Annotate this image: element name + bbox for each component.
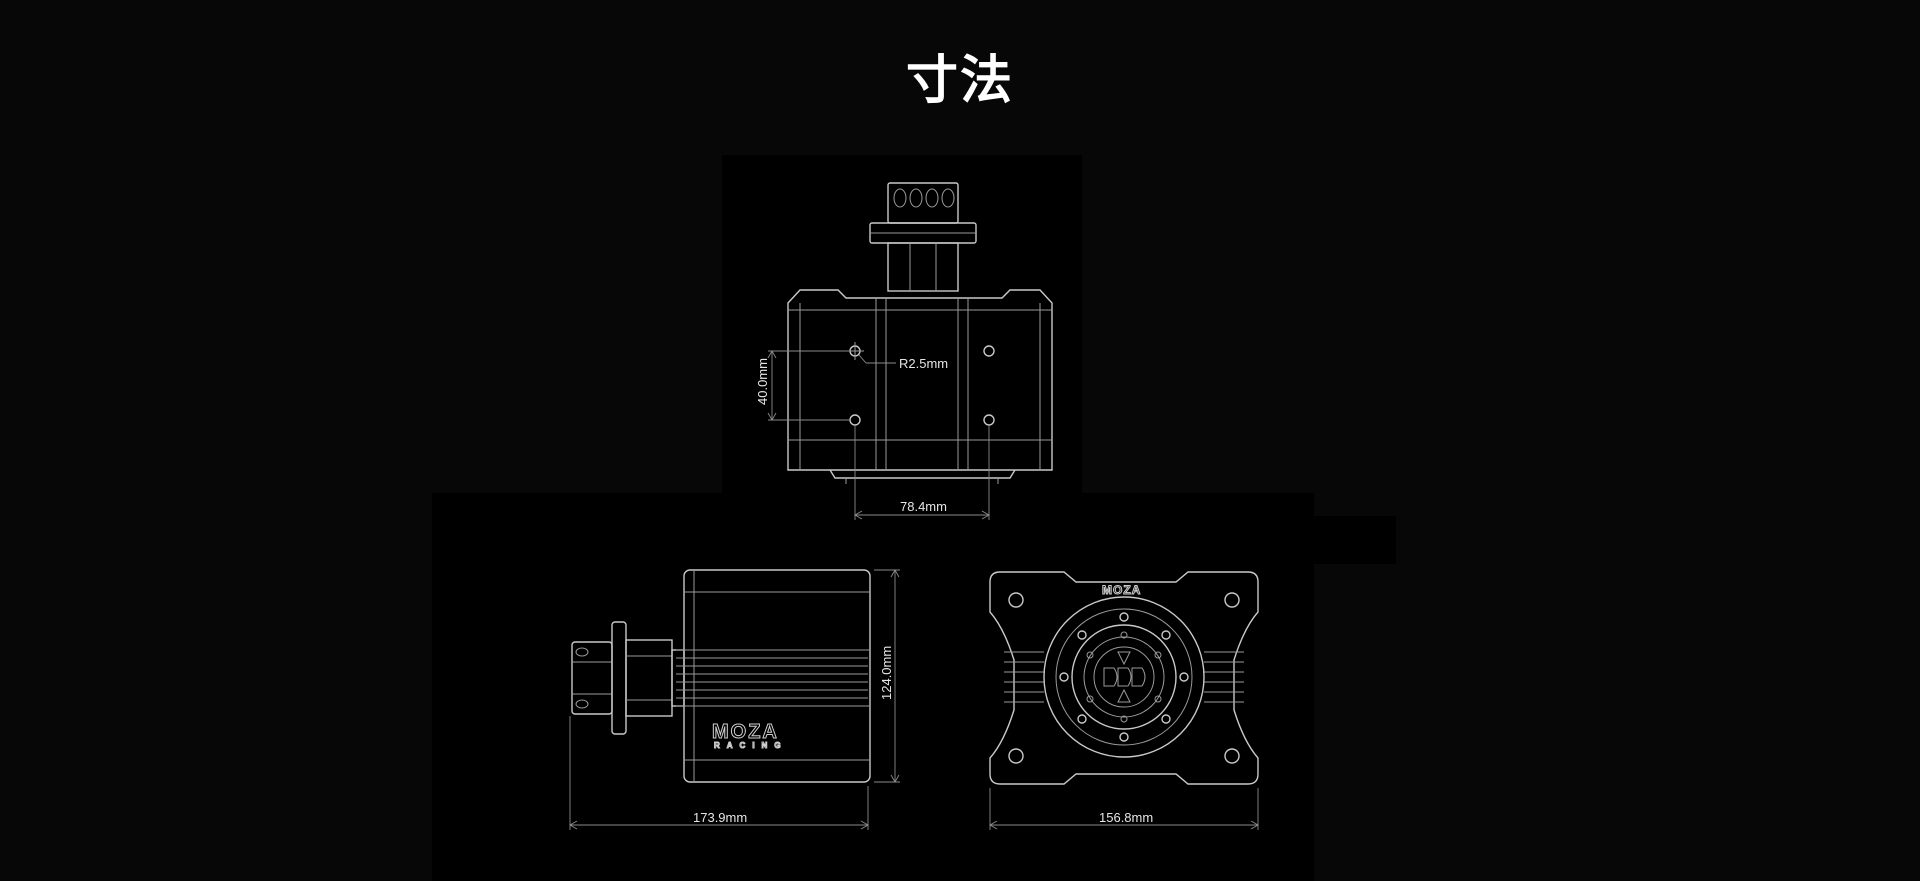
dim-arrows: [569, 820, 869, 830]
front-fins-left: [1004, 651, 1044, 703]
side-logo-sub: RACING: [714, 741, 788, 750]
shaft-hole: [575, 647, 589, 657]
front-view: MOZA 156.8mm: [989, 571, 1259, 830]
hub-bolt: [1154, 651, 1162, 659]
front-logo: MOZA: [1102, 583, 1141, 597]
dim-arrows: [989, 820, 1259, 830]
hub-ring: [1071, 624, 1177, 730]
front-fins-right: [1204, 651, 1244, 703]
mount-hole: [983, 414, 995, 426]
shaft-hole: [575, 699, 589, 709]
side-shaft-cap: [571, 641, 613, 715]
bolt: [1077, 630, 1087, 640]
page-title: 寸法: [905, 51, 1014, 111]
body-base: [829, 469, 1016, 479]
dim-arrows: [854, 510, 990, 520]
hub-bolt: [1120, 715, 1128, 723]
bottom-views-panel: [432, 493, 1314, 881]
mount-hole: [983, 345, 995, 357]
shaft-lobe: [1131, 667, 1146, 687]
front-width-dim-label: 156.8mm: [1099, 810, 1153, 825]
bolt: [1119, 612, 1129, 622]
top-height-dim-label: 40.0mm: [755, 358, 770, 405]
side-strip-right: [1314, 516, 1396, 564]
bolt: [1161, 714, 1171, 724]
mount-hole: [849, 414, 861, 426]
side-height-dim-label: 124.0mm: [879, 646, 894, 700]
shaft-hole: [941, 188, 955, 208]
front-flange: [989, 571, 1259, 785]
side-length-dim-label: 173.9mm: [693, 810, 747, 825]
corner-hole: [1224, 748, 1240, 764]
bolt: [1059, 672, 1069, 682]
shaft-hole: [893, 188, 907, 208]
hub-center: [1093, 646, 1155, 708]
side-shaft-body: [625, 639, 673, 717]
top-view: R2.5mm 40.0mm 78.4mm: [755, 182, 1053, 520]
corner-hole: [1008, 592, 1024, 608]
shaft-key: [1117, 651, 1131, 703]
hub-bolt: [1120, 631, 1128, 639]
motor-body: [787, 289, 1053, 471]
dim-arrows: [890, 569, 900, 783]
shaft-hole: [925, 188, 939, 208]
shaft-lobe: [1117, 667, 1132, 687]
hub-inner-ring: [1083, 636, 1165, 718]
radius-dim-label: R2.5mm: [899, 356, 948, 371]
outer-ring: [1043, 596, 1205, 758]
corner-hole: [1008, 748, 1024, 764]
top-width-dim-label: 78.4mm: [900, 499, 947, 514]
corner-hole: [1224, 592, 1240, 608]
radius-leader: [858, 354, 867, 364]
shaft-body: [887, 242, 959, 292]
side-view: MOZA RACING 124.0mm 173.9mm: [569, 569, 900, 830]
bolt: [1119, 732, 1129, 742]
ring: [1055, 608, 1193, 746]
cooling-fins: [676, 649, 870, 707]
side-shaft-flange: [611, 621, 627, 735]
bolt: [1077, 714, 1087, 724]
bolt: [1179, 672, 1189, 682]
side-logo: MOZA: [712, 721, 779, 743]
bolt: [1161, 630, 1171, 640]
side-body: [683, 569, 871, 783]
hub-bolt: [1086, 651, 1094, 659]
bolt-circle: [1059, 612, 1189, 742]
shaft-lobe: [1103, 667, 1118, 687]
hub-bolt: [1154, 695, 1162, 703]
hub-bolt: [1086, 695, 1094, 703]
shaft-hole: [909, 188, 923, 208]
top-view-panel: [722, 155, 1082, 493]
dim-arrows: [767, 350, 777, 421]
